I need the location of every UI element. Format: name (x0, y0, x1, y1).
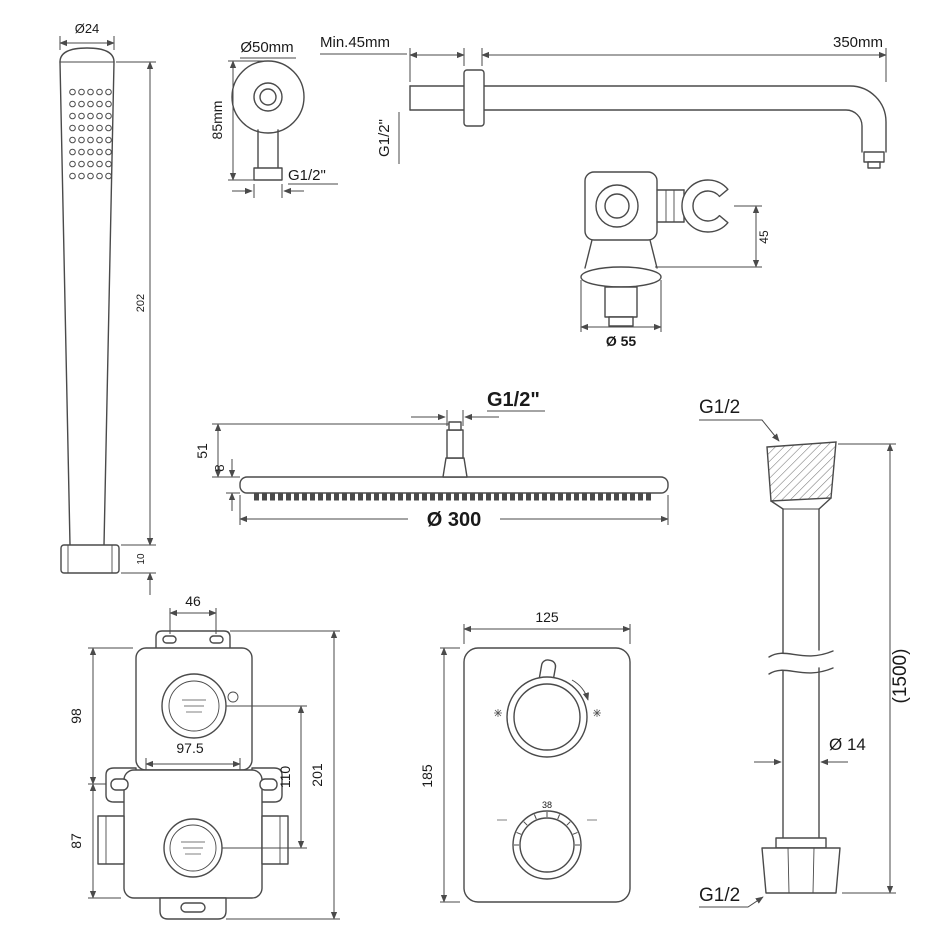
trim-plate-dimensions: 125 185 (419, 609, 631, 903)
head-thickness-label: 8 (212, 464, 227, 471)
hand-shower-drawing: Ø24 202 10 (59, 21, 156, 595)
hose-top-ferrule (766, 441, 837, 502)
shower-arm-min-wall-label: Min.45mm (320, 34, 390, 51)
hose-outline (761, 441, 841, 894)
holder-offset-label: 45 (757, 230, 771, 244)
hand-shower-outline (59, 47, 120, 574)
valve-dimensions: 46 98 87 97.5 110 201 (68, 593, 340, 920)
valve-outline (97, 630, 289, 920)
shower-head-dimensions: G1/2" 51 8 Ø 300 (194, 389, 669, 531)
hose-dia-label: Ø 14 (829, 735, 866, 754)
valve-total-height-label: 201 (309, 763, 325, 787)
wall-outlet-thread-label: G1/2" (288, 167, 326, 184)
hand-shower-dimensions: Ø24 202 10 (59, 21, 156, 595)
wall-outlet-height-label: 85mm (209, 101, 225, 140)
valve-width-label: 97.5 (176, 740, 203, 756)
valve-port-label-lines (181, 699, 206, 855)
hose-thread-bottom-label: G1/2 (699, 885, 740, 906)
trim-width-label: 125 (535, 609, 559, 625)
handset-holder-dimensions: 45 Ø 55 (580, 205, 771, 349)
wall-outlet-drawing: Ø50mm 85mm G1/2" (209, 39, 338, 198)
hose-bottom-nut (761, 847, 841, 894)
hand-shower-length-label: 202 (135, 294, 147, 312)
shower-head-outline (239, 421, 669, 501)
valve-body-drawing: 46 98 87 97.5 110 201 (68, 593, 340, 920)
trim-height-label: 185 (419, 764, 435, 788)
handset-holder-outline (580, 171, 729, 327)
valve-port-distance-label: 110 (277, 766, 293, 789)
shower-arm-thread-label: G1/2" (376, 119, 393, 157)
valve-lower-height-label: 87 (68, 833, 84, 849)
head-thread-label: G1/2" (487, 389, 540, 411)
shower-arm-drawing: Min.45mm 350mm G1/2" (320, 34, 887, 169)
shower-arm-outline (409, 69, 887, 169)
shower-head-drawing: G1/2" 51 8 Ø 300 (194, 389, 669, 531)
valve-slot-spacing-label: 46 (185, 593, 201, 609)
wall-outlet-outline (231, 60, 305, 181)
wall-outlet-dimensions: Ø50mm 85mm G1/2" (209, 39, 338, 198)
hose-length-label: (1500) (890, 649, 911, 704)
head-dia-label: Ø 300 (427, 509, 481, 531)
function-marker-icon-left (494, 709, 502, 717)
holder-dia-label: Ø 55 (606, 333, 637, 349)
spray-nozzle-grid (68, 86, 113, 182)
wall-outlet-dia-label: Ø50mm (240, 39, 293, 56)
head-height-label: 51 (194, 443, 210, 459)
trim-plate-outline: 38 (463, 647, 631, 903)
hand-shower-collar-label: 10 (136, 553, 147, 565)
function-marker-icon-right (593, 709, 601, 717)
temperature-scale-ticks (497, 812, 597, 846)
valve-upper-height-label: 98 (68, 708, 84, 724)
shower-arm-length-label: 350mm (833, 34, 883, 51)
handset-holder-drawing: 45 Ø 55 (580, 171, 771, 349)
shower-arm-dimensions: Min.45mm 350mm G1/2" (320, 34, 887, 164)
temperature-stop-label: 38 (542, 800, 552, 810)
handset-clamp-shape (681, 179, 729, 233)
trim-plate-drawing: 38 125 185 (419, 609, 631, 903)
shower-hose-drawing: G1/2 (1500) Ø 14 G1/2 (699, 397, 911, 908)
hand-shower-dia-label: Ø24 (75, 21, 100, 36)
rotation-arrow-icon (571, 679, 590, 701)
hose-dimensions: G1/2 (1500) Ø 14 G1/2 (699, 397, 911, 908)
hose-thread-top-label: G1/2 (699, 397, 740, 418)
